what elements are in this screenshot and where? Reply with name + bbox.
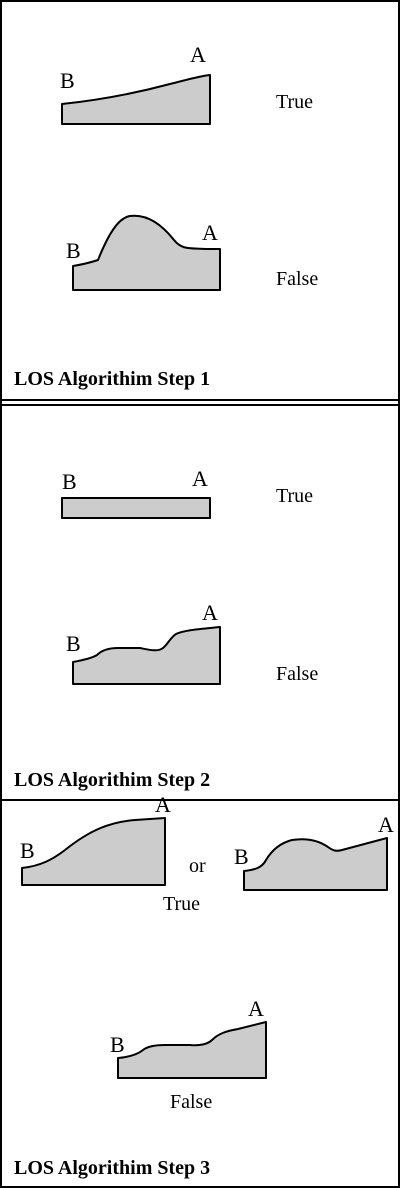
result-false: False — [276, 268, 318, 290]
point-a-label: A — [378, 812, 394, 837]
point-b-label: B — [62, 469, 77, 494]
point-a-label: A — [190, 42, 206, 67]
step-caption: LOS Algorithim Step 3 — [14, 1157, 210, 1179]
point-b-label: B — [234, 844, 249, 869]
result-true: True — [276, 485, 313, 507]
point-a-label: A — [155, 792, 171, 817]
point-b-label: B — [20, 838, 35, 863]
terrain-step2-false — [72, 626, 221, 685]
terrain-step1-false — [72, 214, 221, 291]
point-b-label: B — [66, 631, 81, 656]
point-a-label: A — [202, 220, 218, 245]
point-a-label: A — [192, 466, 208, 491]
terrain-step2-true — [61, 497, 211, 519]
panel-step-1: B A True B A False LOS Algorithim Step 1 — [14, 42, 318, 390]
terrain-step3-true-right — [243, 837, 388, 891]
connector-or: or — [189, 855, 206, 877]
point-a-label: A — [202, 600, 218, 625]
result-true: True — [163, 893, 200, 915]
terrain-step3-true-left — [21, 817, 166, 886]
point-b-label: B — [110, 1032, 125, 1057]
point-b-label: B — [66, 238, 81, 263]
step-caption: LOS Algorithim Step 1 — [14, 368, 210, 390]
panel-step-2: B A True B A False LOS Algorithim Step 2 — [14, 466, 318, 791]
point-a-label: A — [248, 996, 264, 1021]
step-caption: LOS Algorithim Step 2 — [14, 769, 210, 791]
result-false: False — [170, 1091, 212, 1113]
point-b-label: B — [60, 68, 75, 93]
terrain-step1-true — [61, 74, 211, 125]
result-false: False — [276, 663, 318, 685]
result-true: True — [276, 91, 313, 113]
terrain-step3-false — [117, 1021, 267, 1079]
panel-step-3: B A or True B A B A False LOS Algorithim… — [14, 792, 394, 1179]
